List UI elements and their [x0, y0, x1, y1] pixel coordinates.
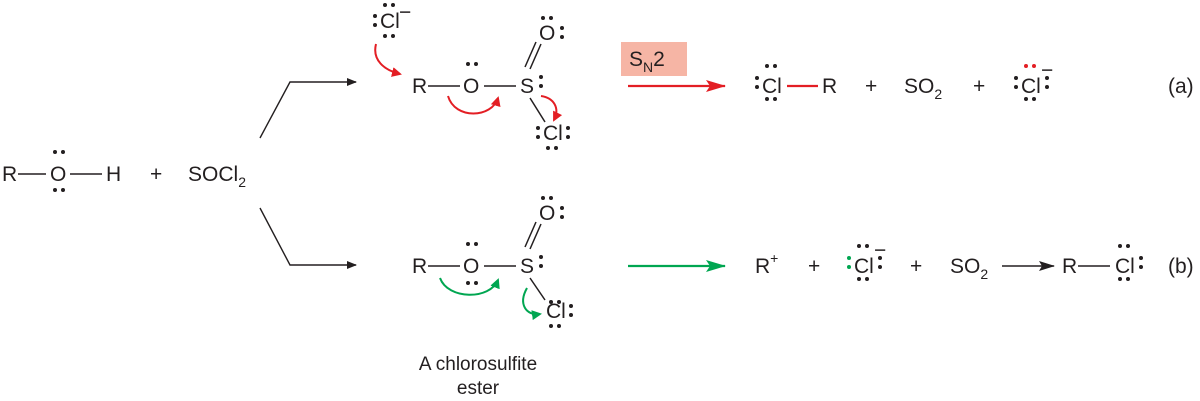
- branch-arrow-b: [259, 207, 357, 269]
- lone-pairs-ester-a-s: [539, 75, 543, 88]
- thionyl-chloride: SOCl2: [188, 163, 246, 190]
- lone-pairs-product-b-cl: [1118, 244, 1143, 281]
- pathway-a-tag: (a): [1168, 75, 1194, 98]
- product-b-cl: Cl: [1115, 255, 1135, 278]
- product-b-chloride-charge: −: [874, 239, 886, 262]
- pathway-b-tag: (b): [1168, 255, 1194, 278]
- product-a-r: R: [822, 75, 837, 98]
- lone-pairs-ester-a-o2: [541, 16, 564, 39]
- lone-pairs-ester-b-o2: [541, 196, 564, 219]
- lone-pairs-ester-a-cl: [536, 126, 570, 150]
- product-b-r: R: [1062, 255, 1077, 278]
- lone-pairs-ester-b-cl: [549, 300, 573, 328]
- lone-pairs-reactant-o: [53, 150, 65, 192]
- ester-b-s: S: [520, 255, 534, 278]
- ester-b-cl: Cl: [546, 300, 566, 323]
- lone-pairs-product-b-chloride: [847, 244, 882, 281]
- product-a-chloride: Cl: [1021, 75, 1041, 98]
- bond-b-s-cl: [529, 277, 546, 301]
- ester-b-o: O: [463, 255, 479, 278]
- sn2-label-box: [621, 42, 687, 76]
- bond-b-s-o-double-2: [524, 221, 537, 248]
- chloride-a: Cl: [380, 10, 400, 33]
- lone-pairs-product-a-chloride: [1014, 64, 1049, 101]
- reactant-o: O: [50, 163, 66, 186]
- plus-sign: +: [150, 163, 162, 186]
- curved-arrow-cl-attack: [374, 43, 402, 77]
- curved-arrow-s-cl: [540, 95, 563, 122]
- reactant-h: H: [106, 163, 121, 186]
- lone-pairs-product-a-cl: [755, 64, 777, 101]
- bond-a-s-o-double-1: [529, 43, 542, 70]
- bond-a-s-cl: [529, 97, 546, 123]
- product-b-so2: SO2: [950, 255, 988, 282]
- bond-a-s-o-double-2: [524, 41, 537, 68]
- ester-b: R O S O Cl: [412, 196, 573, 328]
- lone-pairs-ester-b-o: [466, 242, 478, 285]
- product-a-so2: SO2: [904, 75, 942, 102]
- ester-b-r: R: [412, 255, 427, 278]
- sn2-label: SN2: [629, 48, 665, 75]
- ester-a-s: S: [520, 75, 534, 98]
- lone-pairs-chloride-a: [373, 3, 395, 38]
- lone-pairs-ester-a-o: [466, 62, 478, 66]
- ester-a-o: O: [463, 75, 479, 98]
- plus-a-1: +: [865, 75, 877, 98]
- bond-b-s-o-double-1: [529, 223, 542, 250]
- ester-a-cl: Cl: [543, 122, 563, 145]
- product-a-cl: Cl: [762, 75, 782, 98]
- curved-arrow-o-s-b: [439, 277, 500, 296]
- plus-b-2: +: [910, 255, 922, 278]
- product-b-chloride: Cl: [854, 255, 874, 278]
- caption-line-2: ester: [457, 378, 500, 399]
- curved-arrow-s-cl-b: [522, 287, 542, 321]
- products-a: Cl R + SO2 + Cl − (a): [755, 59, 1194, 102]
- curved-arrow-o-s: [447, 95, 501, 115]
- ester-a: Cl − R O S O Cl: [373, 1, 570, 150]
- plus-a-2: +: [973, 75, 985, 98]
- products-b: R+ + Cl − + SO2 R Cl (b): [755, 239, 1194, 282]
- chloride-a-charge: −: [399, 1, 411, 24]
- product-a-chloride-charge: −: [1041, 59, 1053, 82]
- ester-b-o2: O: [539, 202, 555, 225]
- carbocation: R+: [755, 250, 778, 278]
- reactants: R O H + SOCl2: [2, 150, 246, 192]
- caption-line-1: A chlorosulfite: [419, 354, 537, 375]
- plus-b-1: +: [808, 255, 820, 278]
- branch-arrow-a: [259, 78, 357, 139]
- lone-pairs-ester-b-s: [539, 255, 543, 268]
- ester-a-o2: O: [539, 22, 555, 45]
- ester-a-r: R: [412, 75, 427, 98]
- reactant-r: R: [2, 163, 17, 186]
